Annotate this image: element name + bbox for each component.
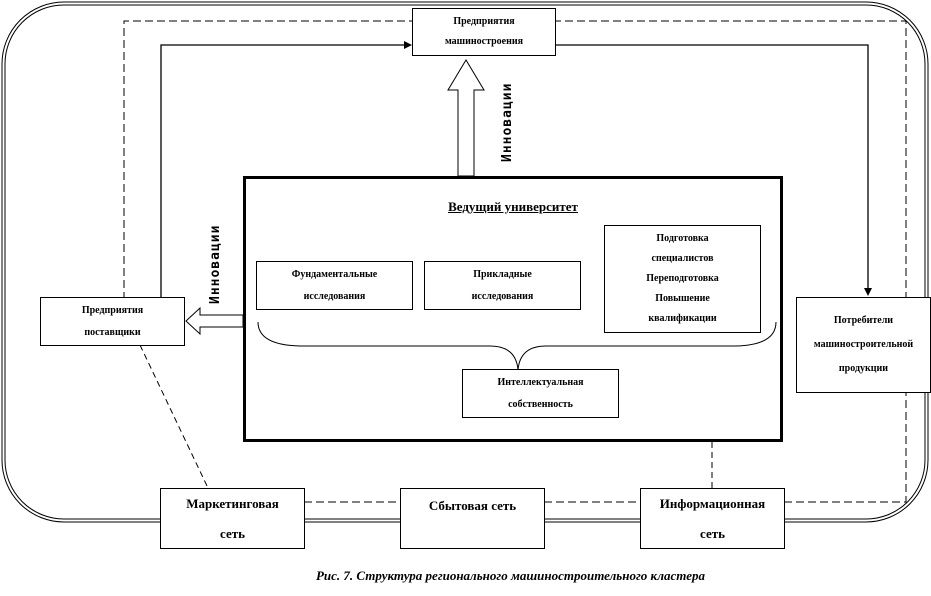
node-label-line: Предприятия: [81, 304, 144, 316]
node-label-line: собственность: [508, 398, 573, 410]
node-label-line: квалификации: [648, 313, 717, 324]
node-applied-research: Прикладные исследования: [424, 261, 581, 310]
node-label-line: исследования: [303, 290, 366, 302]
innovations-left-label: Инновации: [208, 224, 223, 304]
node-label-line: Интеллектуальная: [497, 376, 584, 388]
node-label-line: Предприятия: [453, 16, 515, 27]
flow-suppliers-to-machinery: [160, 44, 410, 297]
node-label-line: Потребители: [833, 315, 894, 326]
arrowhead-to-consumers: [864, 288, 872, 296]
node-label-line: машиностроения: [444, 36, 524, 47]
node-label-line: поставщики: [84, 326, 141, 338]
node-training: Подготовка специалистов Переподготовка П…: [604, 225, 761, 333]
node-label-line: сеть: [220, 525, 245, 541]
node-label-line: продукции: [838, 363, 889, 374]
node-label-line: машиностроительной: [813, 339, 914, 350]
figure-caption: Рис. 7. Структура регионального машиност…: [315, 568, 706, 583]
innovation-arrow-up: [447, 59, 485, 177]
node-label-line: Переподготовка: [646, 273, 719, 284]
node-label-line: исследования: [471, 290, 534, 302]
university-title: Ведущий университет: [448, 199, 578, 214]
node-label-line: Сбытовая сеть: [428, 498, 517, 513]
innovation-arrow-left: [185, 306, 244, 336]
node-sales-network: Сбытовая сеть: [400, 488, 545, 549]
node-label-line: Информационная: [659, 495, 766, 511]
node-label-line: Фундаментальные: [291, 268, 378, 280]
node-machinery-enterprises: Предприятия машиностроения: [412, 8, 556, 56]
node-label-line: Прикладные: [473, 268, 532, 280]
flow-machinery-to-consumers: [556, 44, 869, 290]
node-information-network: Информационная сеть: [640, 488, 785, 549]
node-marketing-network: Маркетинговая сеть: [160, 488, 305, 549]
node-label-line: Повышение: [655, 293, 710, 304]
node-label-line: Маркетинговая: [186, 495, 279, 511]
innovations-up-label: Инновации: [500, 82, 515, 162]
arrowhead-to-machinery: [404, 41, 412, 49]
node-label-line: специалистов: [651, 253, 714, 264]
node-label-line: сеть: [700, 525, 725, 541]
node-machinery-consumers: Потребители машиностроительной продукции: [796, 297, 931, 393]
node-fundamental-research: Фундаментальные исследования: [256, 261, 413, 310]
node-leading-university: Ведущий университет: [243, 176, 783, 442]
node-label-line: Подготовка: [656, 233, 709, 244]
node-supplier-enterprises: Предприятия поставщики: [40, 297, 185, 346]
node-intellectual-property: Интеллектуальная собственность: [462, 369, 619, 418]
dashed-suppliers-to-marketing: [139, 344, 209, 489]
